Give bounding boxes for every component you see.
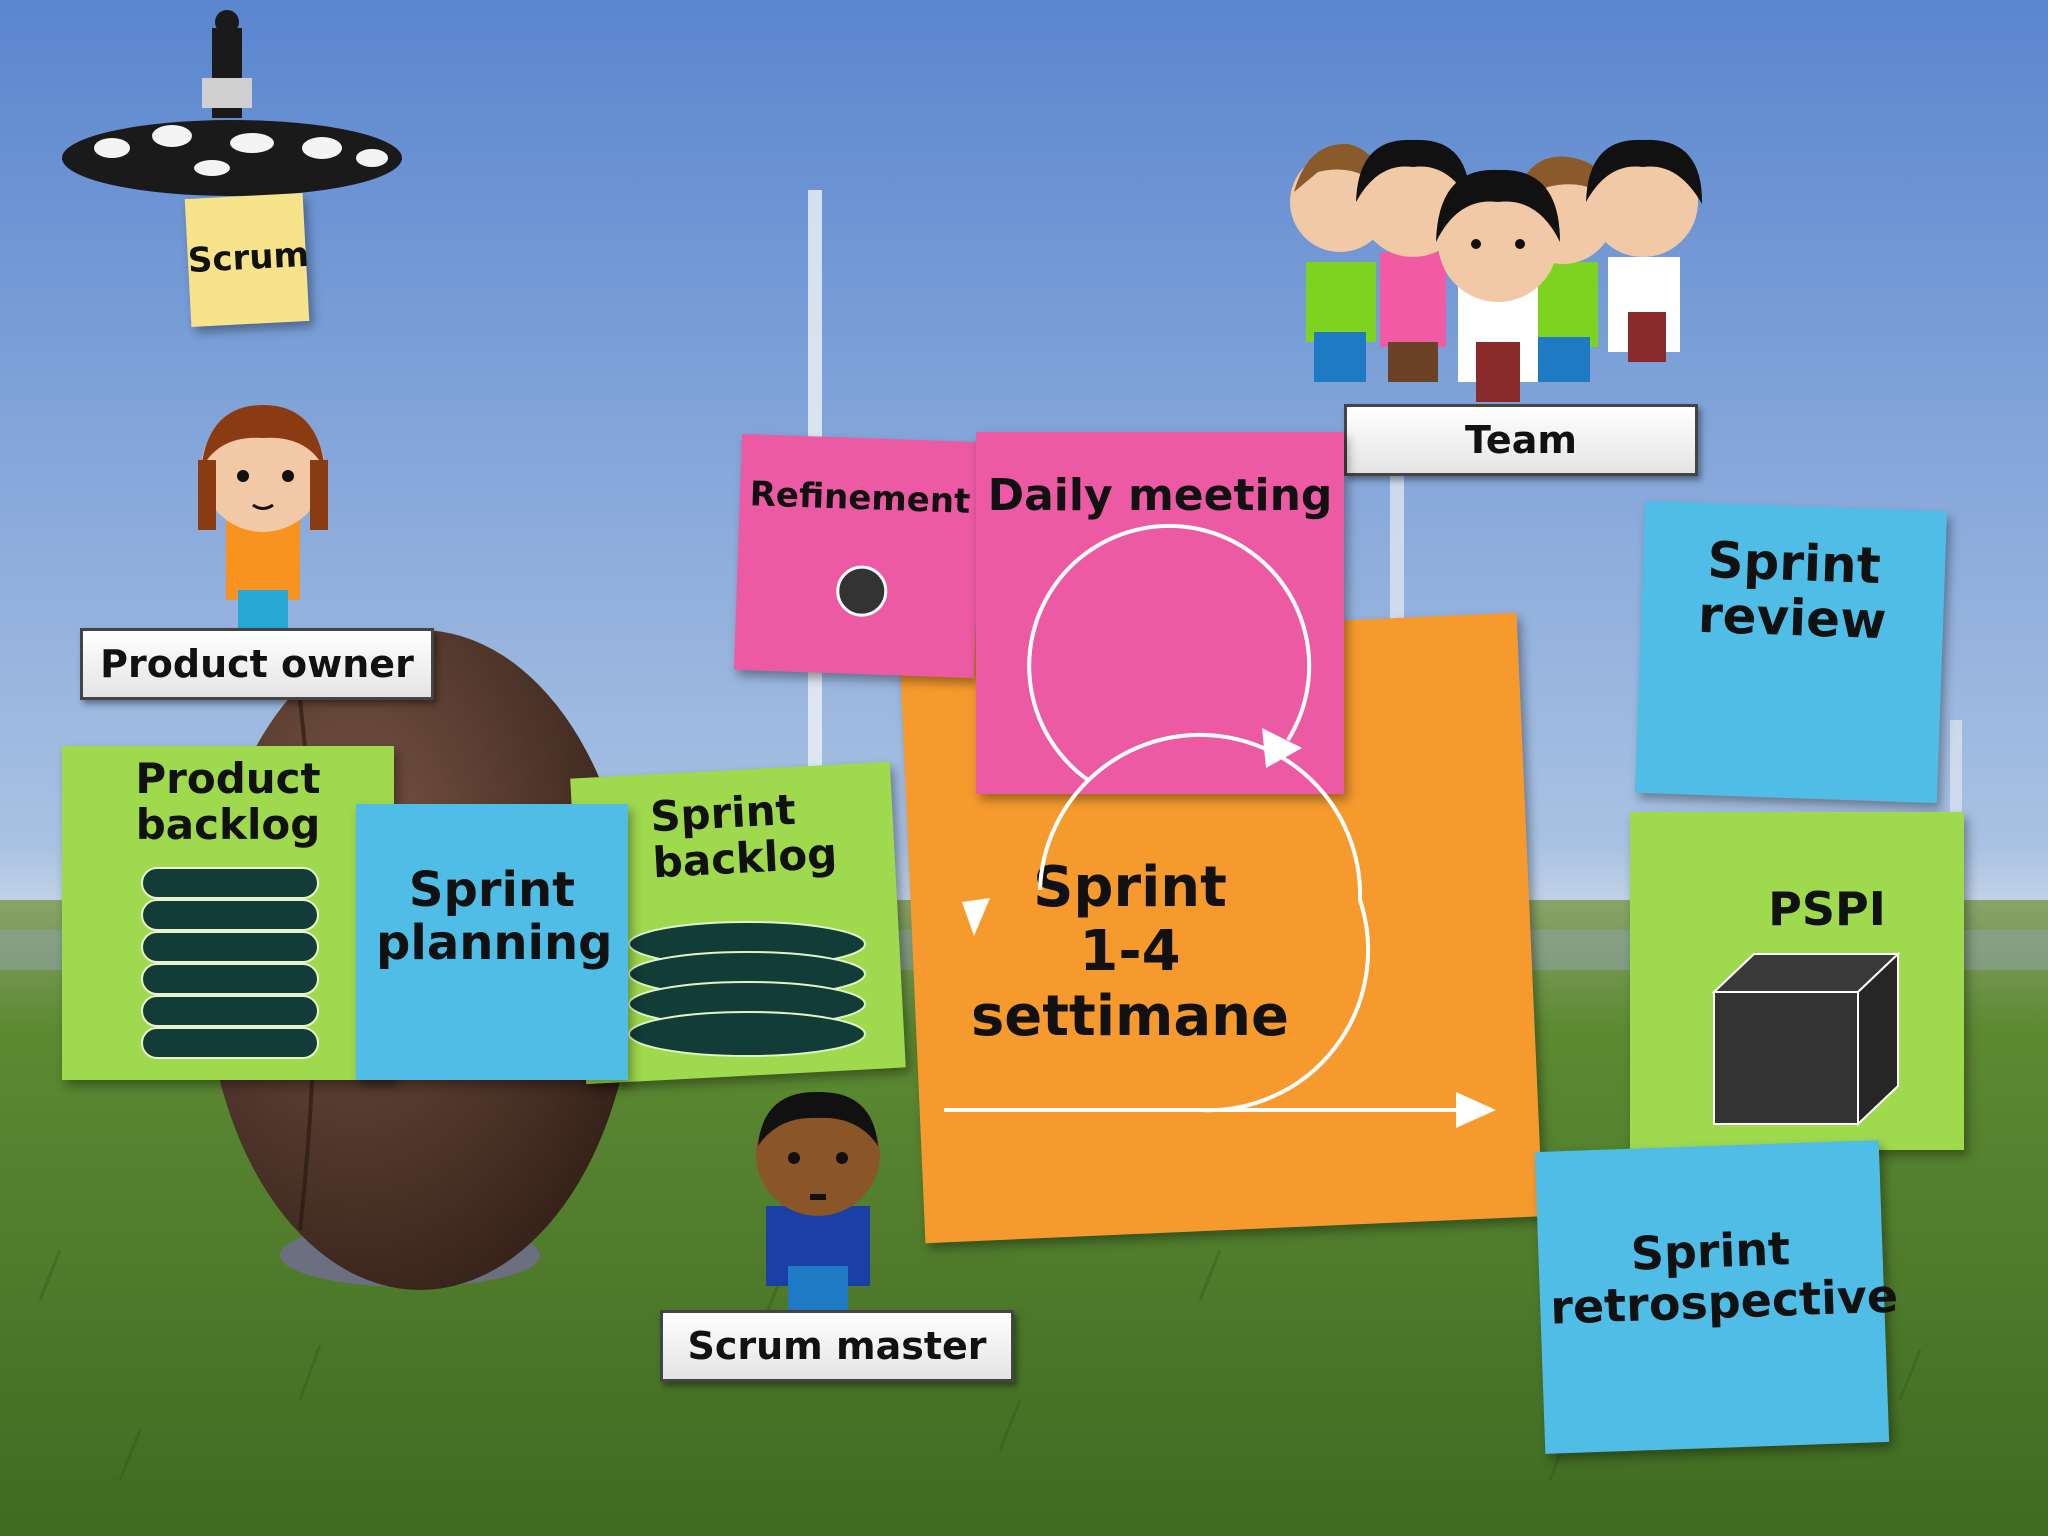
- sprint-backlog-stack-icon: [628, 921, 866, 1057]
- product-owner-label: Product owner: [80, 628, 434, 700]
- cube-icon: [1712, 952, 1901, 1127]
- person-icon: [756, 1091, 880, 1312]
- group-icon: [1290, 139, 1703, 402]
- daily-meeting-note: Daily meeting: [976, 432, 1344, 794]
- scrum-master-label: Scrum master: [660, 1310, 1014, 1382]
- sprint-retrospective-title: Sprint retrospective: [1549, 1221, 1899, 1335]
- refinement-note: Refinement: [733, 433, 983, 679]
- sprint-backlog-title: Sprint backlog: [649, 784, 839, 888]
- daily-meeting-title: Daily meeting: [987, 470, 1333, 521]
- pspi-note: PSPI: [1630, 812, 1964, 1150]
- dot-icon: [836, 565, 888, 617]
- pspi-title: PSPI: [1768, 882, 1886, 936]
- team-label: Team: [1344, 404, 1698, 476]
- sprint-line-1: Sprint: [1033, 855, 1227, 920]
- sprint-line-2: 1-4: [1079, 919, 1181, 985]
- person-icon: [198, 405, 328, 630]
- scrum-note: Scrum: [184, 192, 310, 328]
- sprint-review-note: Sprint review: [1634, 500, 1948, 804]
- scrum-label: Scrum: [186, 234, 310, 282]
- circular-arrow-icon: [944, 523, 1496, 1128]
- sprint-duration-text: Sprint 1-4 settimane: [960, 855, 1300, 1049]
- sprint-planning-title: Sprint planning: [376, 862, 613, 971]
- sprint-review-title: Sprint review: [1697, 531, 1888, 651]
- sprint-retrospective-note: Sprint retrospective: [1534, 1140, 1899, 1454]
- backlog-stack-icon: [141, 867, 319, 1059]
- sprint-line-3: settimane: [970, 983, 1290, 1049]
- sprint-planning-note: Sprint planning: [356, 804, 628, 1080]
- rugby-scrum-icon: [62, 10, 402, 196]
- product-backlog-title: Product backlog: [135, 754, 321, 850]
